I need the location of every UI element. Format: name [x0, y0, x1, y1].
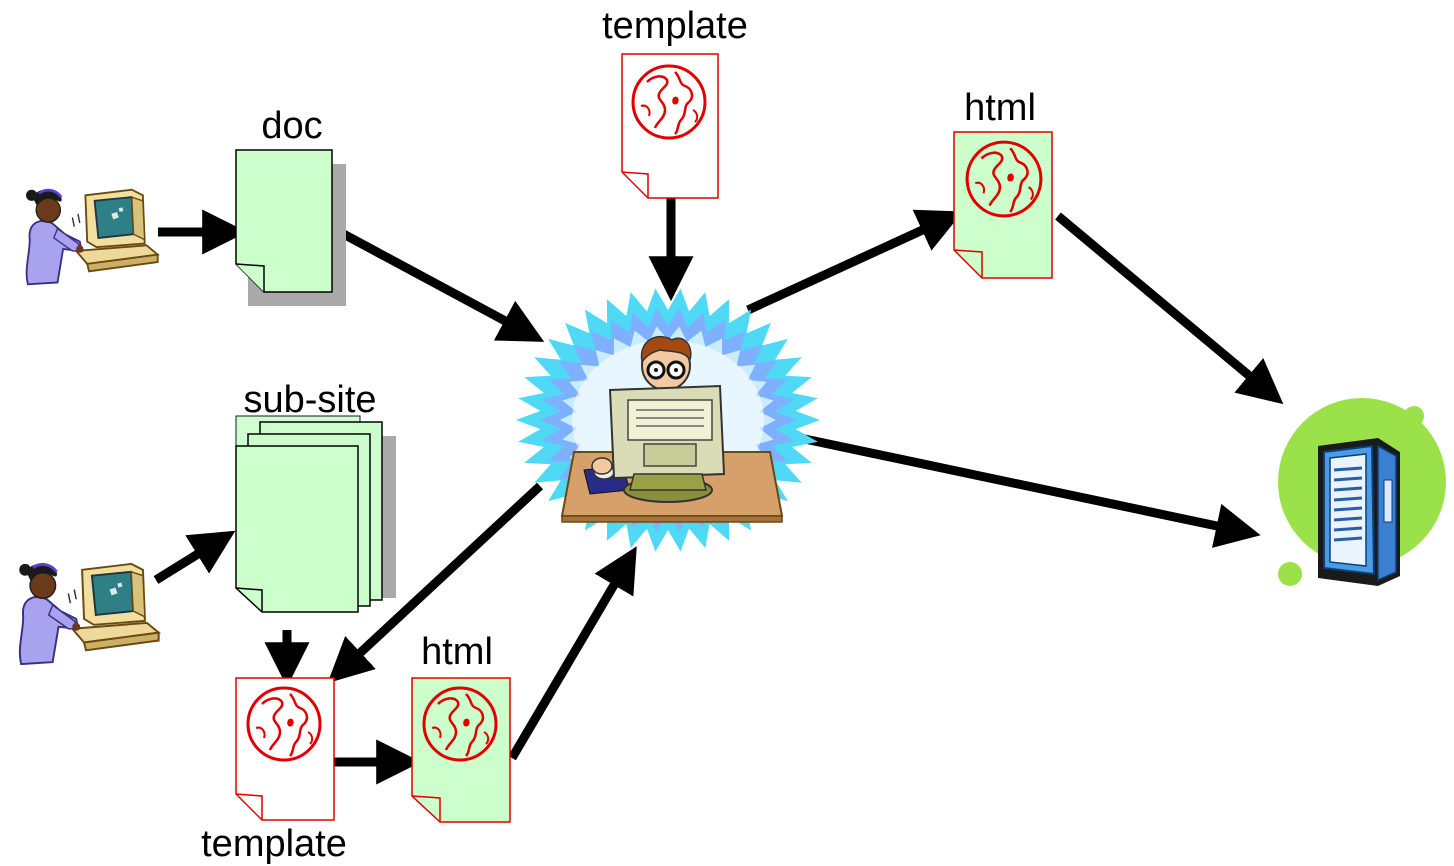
user-top-icon [24, 188, 160, 286]
template-top-label: template [602, 5, 748, 47]
user-bottom-icon [17, 562, 161, 666]
html-bottom-document [411, 677, 511, 823]
template-bottom-label: template [201, 823, 347, 865]
arrow-webmaster-to-template [327, 482, 544, 684]
webmaster-icon [516, 288, 820, 552]
html-bottom-label: html [421, 631, 493, 673]
arrow-webmaster-to-html [746, 209, 963, 315]
template-top-document [621, 53, 719, 199]
template-bottom-document [235, 677, 335, 821]
html-top-label: html [964, 87, 1036, 129]
subsite-label: sub-site [243, 379, 376, 421]
arrow-user-to-subsite [153, 530, 236, 584]
arrow-html-to-webmaster [508, 546, 637, 761]
html-top-document [953, 131, 1053, 279]
arrow-doc-to-webmaster [333, 226, 545, 342]
doc-document [235, 149, 346, 306]
server-rack-icon [1278, 398, 1446, 586]
doc-label: doc [261, 105, 322, 147]
arrow-webmaster-to-server [799, 433, 1261, 548]
subsite-documents [235, 415, 396, 613]
arrows [153, 198, 1284, 785]
arrow-html-to-server [1055, 212, 1284, 405]
